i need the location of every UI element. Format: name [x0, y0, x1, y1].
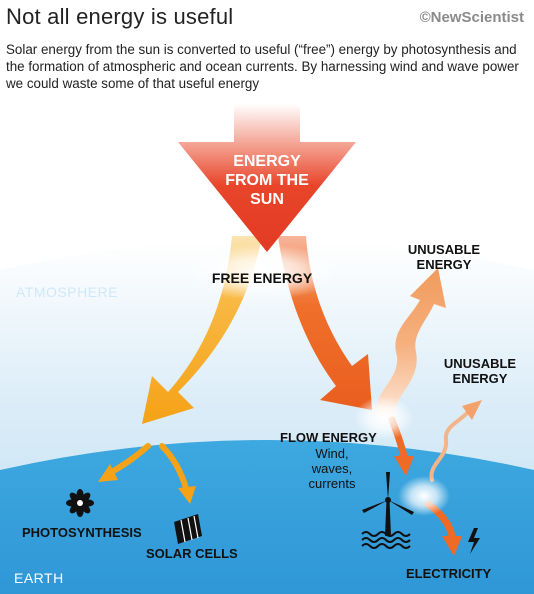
unusable-energy-arrow-2	[429, 400, 482, 482]
unusable-energy-label-1: UNUSABLE ENERGY	[407, 242, 481, 272]
page-title: Not all energy is useful	[6, 4, 234, 29]
brand-logo: ©NewScientist	[419, 9, 524, 26]
free-energy-glow	[184, 244, 340, 300]
photosynthesis-label: PHOTOSYNTHESIS	[22, 525, 142, 540]
photosynthesis-arrow	[98, 443, 151, 482]
atmosphere-label: ATMOSPHERE	[16, 284, 118, 300]
flow-energy-glow	[354, 396, 414, 440]
turbine-glow	[398, 476, 450, 516]
earth-label: EARTH	[14, 570, 64, 586]
electricity-label: ELECTRICITY	[406, 566, 492, 581]
solar-cells-arrow	[159, 443, 196, 504]
solar-panel-icon	[174, 514, 202, 544]
earth-region	[0, 440, 534, 594]
free-energy-label: FREE ENERGY	[211, 270, 313, 286]
flow-energy-label: FLOW ENERGY	[280, 430, 377, 445]
lightning-bolt-icon	[468, 528, 480, 554]
solar-cells-label: SOLAR CELLS	[146, 546, 238, 561]
sun-label: ENERGY FROM THE SUN	[225, 153, 309, 208]
wind-turbine-icon	[361, 472, 414, 549]
sun-energy-arrow	[178, 104, 356, 252]
unusable-energy-arrow-1	[376, 268, 446, 420]
flow-energy-examples: Wind, waves, currents	[308, 446, 356, 491]
flower-icon	[66, 489, 94, 517]
unusable-energy-label-2: UNUSABLE ENERGY	[443, 356, 517, 386]
subtitle: Solar energy from the sun is converted t…	[6, 42, 519, 91]
